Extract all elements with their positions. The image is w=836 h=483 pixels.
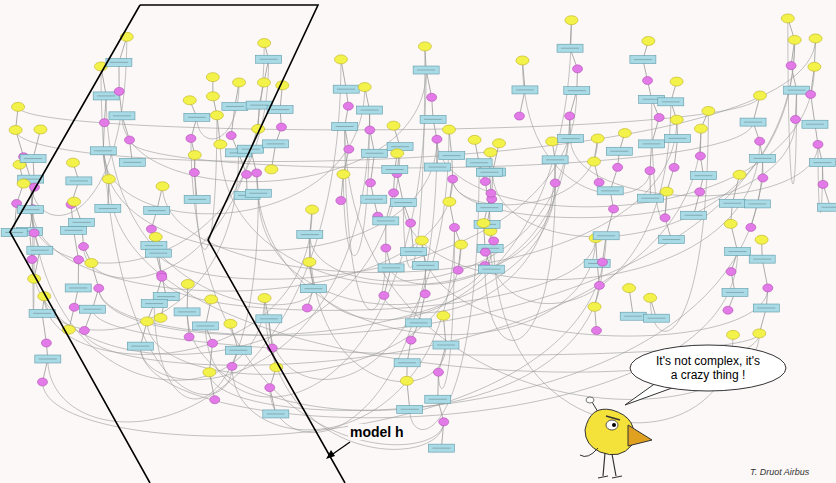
region-label: model h xyxy=(348,424,406,440)
graph-nodes xyxy=(1,14,836,452)
bird-cartoon xyxy=(580,397,652,478)
graph-edges xyxy=(14,18,830,449)
speech-bubble: It's not complex, it's a crazy thing ! xyxy=(629,344,787,392)
leader-arrowhead xyxy=(326,450,335,459)
bubble-text: It's not complex, it's a crazy thing ! xyxy=(652,354,764,382)
model-outline xyxy=(10,5,345,483)
credit-label: T. Druot Airbus xyxy=(748,467,811,477)
